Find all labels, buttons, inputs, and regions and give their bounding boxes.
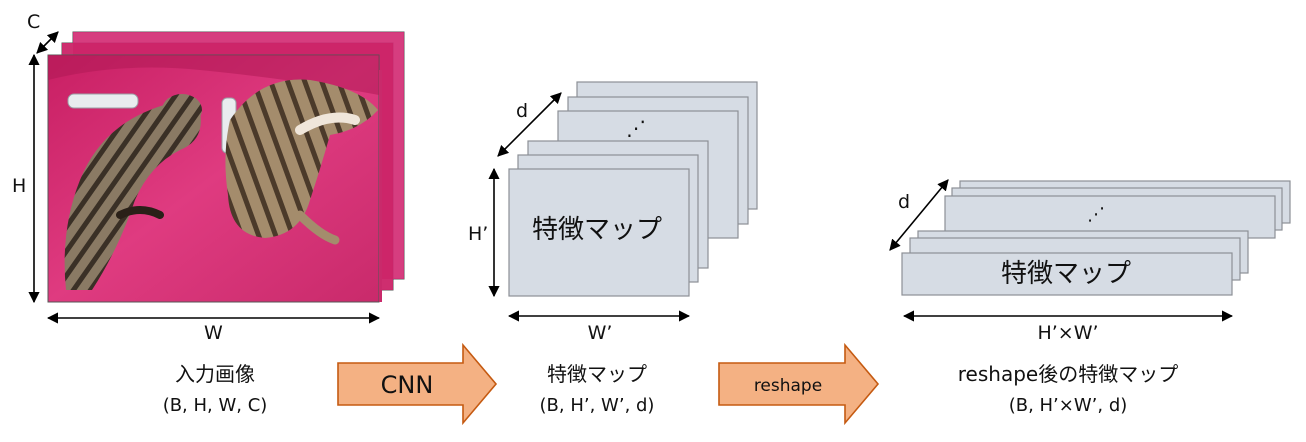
feature-card-front bbox=[508, 168, 690, 297]
dim-h-label: H’ bbox=[468, 223, 488, 245]
dim-w-label: W bbox=[204, 322, 223, 344]
cnn-label: CNN bbox=[381, 371, 434, 399]
reshaped-card-front bbox=[901, 252, 1233, 296]
dim-d-label: d bbox=[898, 191, 910, 213]
input-caption: 入力画像 bbox=[175, 362, 255, 386]
channel-arrow bbox=[36, 31, 59, 54]
reshaped-dimensions: d H’×W’ bbox=[889, 179, 1234, 344]
input-shape: (B, H, W, C) bbox=[163, 395, 268, 416]
reshape-label: reshape bbox=[754, 376, 822, 396]
reshaped-card-label: 特徴マップ bbox=[1001, 259, 1131, 289]
cat-photo bbox=[47, 54, 380, 303]
dim-hw-label: H’×W’ bbox=[1037, 322, 1098, 344]
cnn-arrow: CNN bbox=[337, 342, 498, 426]
dim-w-label: W’ bbox=[588, 322, 613, 344]
feature-dimensions: d H’ W’ bbox=[468, 92, 691, 344]
cat-left bbox=[64, 102, 201, 290]
input-dimensions: C H W bbox=[12, 11, 381, 344]
feature-caption: 特徴マップ bbox=[547, 362, 647, 386]
feature-card-label: 特徴マップ bbox=[532, 215, 662, 245]
feature-map-stack: ⋰ 特徴マップ bbox=[508, 81, 758, 297]
input-image-stack bbox=[47, 31, 405, 303]
remote-icon bbox=[67, 93, 139, 109]
depth-arrow bbox=[497, 92, 562, 157]
dim-d-label: d bbox=[516, 100, 528, 122]
dim-h-label: H bbox=[12, 175, 26, 197]
depth-arrow bbox=[889, 179, 949, 251]
reshape-arrow: reshape bbox=[718, 342, 880, 426]
dim-c-label: C bbox=[27, 11, 40, 33]
reshaped-shape: (B, H’×W’, d) bbox=[1009, 395, 1128, 416]
reshaped-ellipsis: ⋰ bbox=[1087, 204, 1105, 225]
reshaped-caption: reshape後の特徴マップ bbox=[958, 362, 1178, 386]
reshaped-stack: ⋰ 特徴マップ bbox=[901, 180, 1291, 296]
feature-ellipsis: ⋰ bbox=[626, 116, 646, 140]
feature-shape: (B, H’, W’, d) bbox=[540, 395, 655, 416]
